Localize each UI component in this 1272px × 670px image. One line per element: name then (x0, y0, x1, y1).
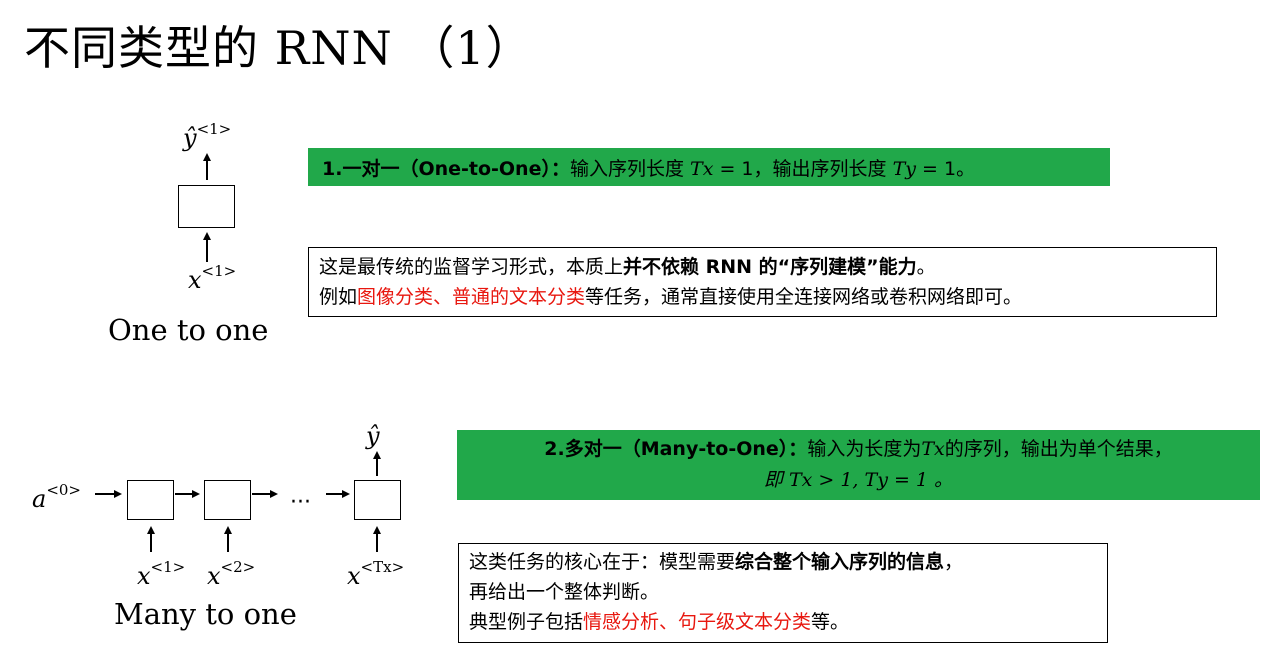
note-line: 这类任务的核心在于：模型需要综合整个输入序列的信息， (469, 551, 964, 573)
note-line: 典型例子包括情感分析、句子级文本分类等。 (469, 611, 850, 633)
xt-label: x<Tx> (347, 558, 405, 590)
rnn-cell (178, 185, 235, 228)
section2-note: 这类任务的核心在于：模型需要综合整个输入序列的信息， 再给出一个整体判断。 典型… (458, 543, 1108, 643)
note-line: 例如图像分类、普通的文本分类等任务，通常直接使用全连接网络或卷积网络即可。 (319, 286, 1023, 308)
page-title: 不同类型的 RNN （1） (24, 21, 533, 75)
heading-line: 2.多对一（Many-to-One）：输入为长度为Tx的序列，输出为单个结果， (544, 438, 1173, 460)
section1-heading: 1.一对一（One-to-One）：输入序列长度 Tx = 1，输出序列长度 T… (308, 148, 1110, 186)
note-line: 这是最传统的监督学习形式，本质上并不依赖 RNN 的“序列建模”能力。 (319, 256, 936, 278)
section2-heading: 2.多对一（Many-to-One）：输入为长度为Tx的序列，输出为单个结果， … (457, 430, 1260, 500)
rnn-cell-last (354, 480, 401, 520)
caption-one-to-one: One to one (108, 313, 269, 347)
rnn-cell-1 (127, 480, 174, 520)
note-line: 再给出一个整体判断。 (469, 581, 660, 603)
output-label: ŷ (366, 422, 380, 450)
caption-many-to-one: Many to one (114, 597, 297, 631)
a0-label: a<0> (32, 481, 81, 513)
input-label: x<1> (188, 262, 237, 294)
output-label: ŷ<1> (183, 120, 232, 152)
rnn-cell-2 (204, 480, 251, 520)
x1-label: x<1> (137, 558, 186, 590)
x2-label: x<2> (207, 558, 256, 590)
section1-note: 这是最传统的监督学习形式，本质上并不依赖 RNN 的“序列建模”能力。 例如图像… (308, 247, 1217, 317)
ellipsis: ··· (290, 490, 311, 515)
heading-line: 即 Tx > 1, Ty = 1 。 (763, 469, 954, 491)
